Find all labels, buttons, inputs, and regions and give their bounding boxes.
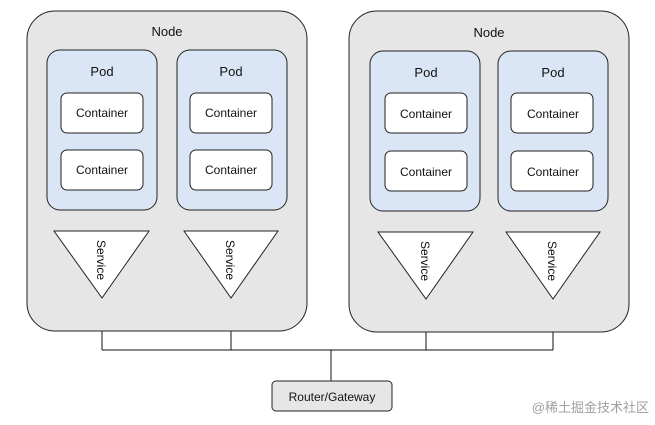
- service-1-2: Service: [183, 230, 279, 299]
- pod-2-1: Pod Container Container: [369, 50, 481, 212]
- pod-1-1: Pod Container Container: [46, 49, 158, 211]
- container-box: [384, 150, 468, 192]
- watermark-text: @稀土掘金技术社区: [532, 400, 649, 415]
- router-box: [271, 380, 393, 412]
- pod-label: Pod: [90, 64, 113, 79]
- pod-label: Pod: [219, 64, 242, 79]
- service-triangle: [53, 230, 150, 299]
- pod-label: Pod: [541, 65, 564, 80]
- container-label: Container: [205, 106, 257, 120]
- container-label: Container: [527, 107, 579, 121]
- container-box: [510, 92, 594, 134]
- service-label: Service: [418, 241, 432, 281]
- node-2: Node Pod Container Container Pod Contain…: [348, 10, 630, 333]
- service-triangle: [377, 231, 474, 300]
- service-label: Service: [223, 240, 237, 280]
- service-label: Service: [545, 241, 559, 281]
- container-label: Container: [400, 165, 452, 179]
- container-box: [189, 92, 273, 134]
- service-1-1: Service: [53, 230, 150, 299]
- service-2-1: Service: [377, 231, 474, 300]
- node-1: Node Pod Container Container Pod Contain…: [26, 10, 308, 332]
- container-box: [510, 150, 594, 192]
- container-box: [60, 92, 144, 134]
- node-label: Node: [151, 24, 182, 39]
- container-label: Container: [527, 165, 579, 179]
- service-triangle: [505, 231, 601, 300]
- node-label: Node: [473, 25, 504, 40]
- container-label: Container: [76, 163, 128, 177]
- router-label: Router/Gateway: [289, 390, 376, 404]
- pod-2-2: Pod Container Container: [497, 50, 609, 212]
- container-label: Container: [400, 107, 452, 121]
- container-box: [60, 149, 144, 191]
- pod-label: Pod: [414, 65, 437, 80]
- service-label: Service: [94, 240, 108, 280]
- pod-1-2: Pod Container Container: [176, 49, 288, 211]
- container-box: [189, 149, 273, 191]
- router-gateway: Router/Gateway: [271, 380, 393, 412]
- service-triangle: [183, 230, 279, 299]
- container-box: [384, 92, 468, 134]
- container-label: Container: [76, 106, 128, 120]
- service-2-2: Service: [505, 231, 601, 300]
- container-label: Container: [205, 163, 257, 177]
